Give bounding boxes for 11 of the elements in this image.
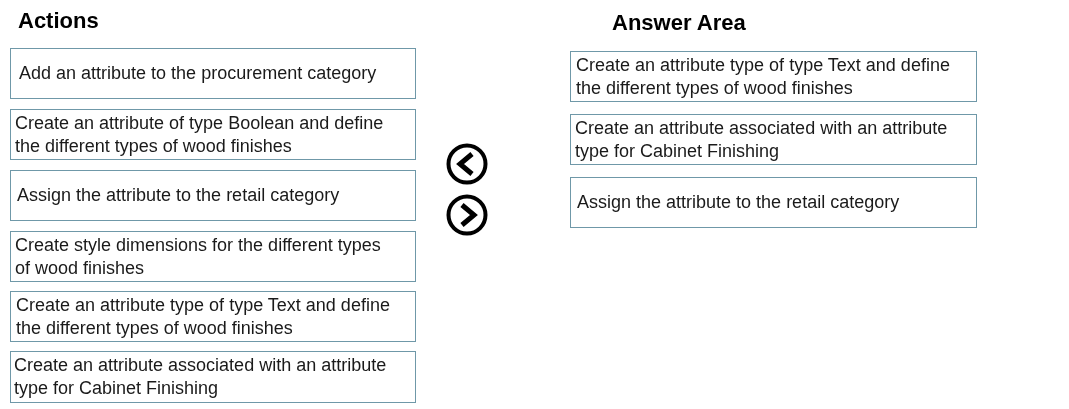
column-heading: Actions: [18, 8, 99, 34]
action-item: Create an attribute of type Boolean and define the different types of wood finishes: [10, 109, 416, 160]
action-item: Add an attribute to the procurement category: [10, 48, 416, 99]
action-item: Create an attribute associated with an attribute type for Cabinet Finishing: [10, 351, 416, 403]
action-item: Create an attribute type of type Text and define the different types of wood finishes: [10, 291, 416, 342]
column-heading: Answer Area: [612, 10, 746, 36]
action-item: Assign the attribute to the retail category: [10, 170, 416, 221]
action-item: Create style dimensions for the different types of wood finishes: [10, 231, 416, 282]
answer-item: Create an attribute associated with an attribute type for Cabinet Finishing: [570, 114, 977, 165]
answer-item: Assign the attribute to the retail category: [570, 177, 977, 228]
answer-item: Create an attribute type of type Text and define the different types of wood finishes: [570, 51, 977, 102]
